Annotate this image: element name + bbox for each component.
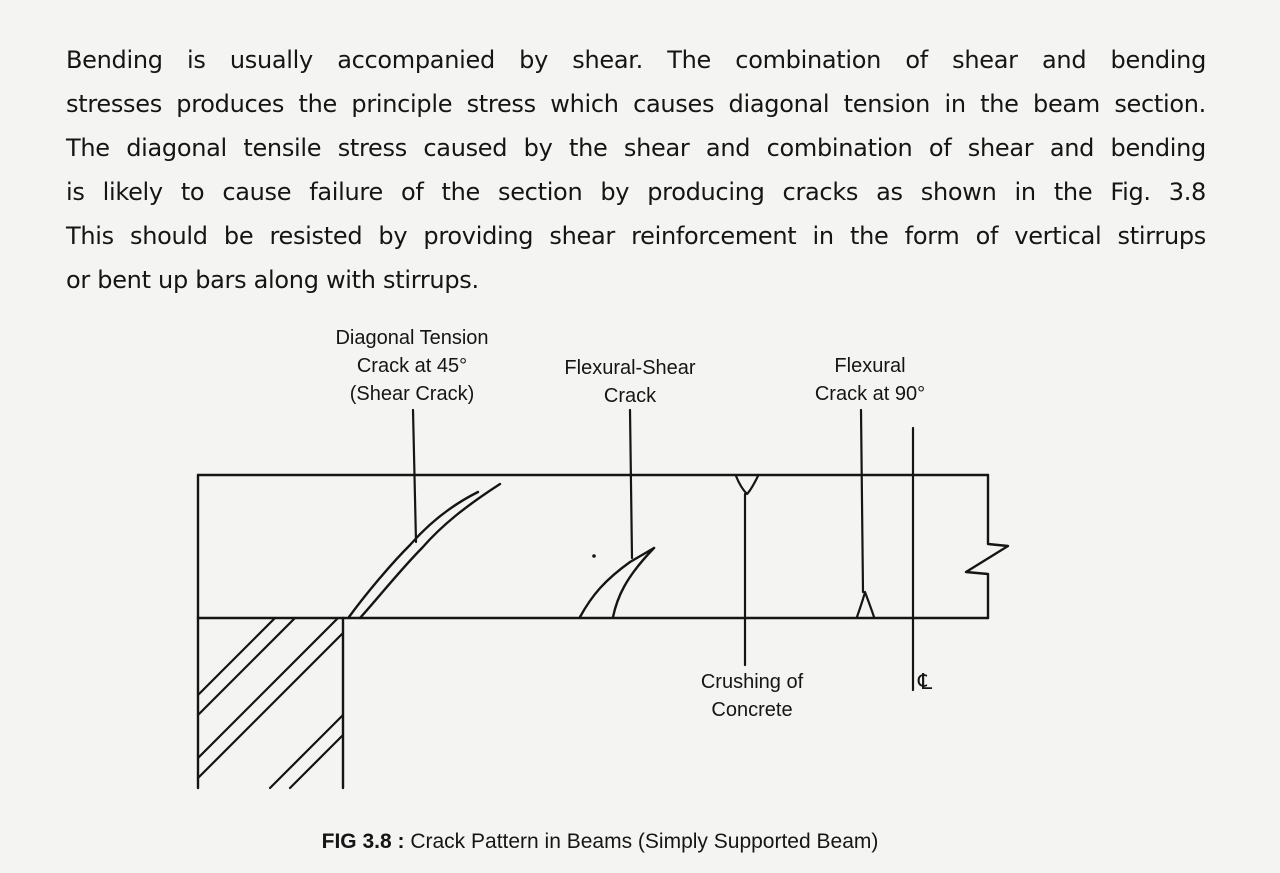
support-hatching [196,616,345,790]
crack-pattern-figure: Diagonal Tension Crack at 45° (Shear Cra… [0,310,1280,790]
body-paragraph: Bending is usually accompanied by shear.… [66,38,1206,302]
beam-break-line [964,473,1010,620]
figure-caption-text: Crack Pattern in Beams (Simply Supported… [404,830,879,853]
speck-dot [592,554,596,558]
paragraph-line: stresses produces the principle stress w… [66,90,1206,118]
paragraph-line: This should be resisted by providing she… [66,222,1206,250]
crushing-label: Crushing of Concrete [700,671,804,721]
flexural-crack [855,590,876,619]
diagonal-tension-label: Diagonal Tension Crack at 45° (Shear Cra… [335,327,489,405]
centerline-symbol: ℄ [918,669,933,694]
paragraph-line: or bent up bars along with stirrups. [66,266,479,294]
flexural-shear-leader [628,408,634,560]
flexural-label: Flexural Crack at 90° [814,355,926,405]
paragraph-line: Bending is usually accompanied by shear.… [66,46,1206,74]
paragraph-line: The diagonal tensile stress caused by th… [66,134,1206,162]
figure-caption: FIG 3.8 : Crack Pattern in Beams (Simply… [0,830,1200,854]
diagonal-tension-crack [347,482,502,620]
paragraph-line: is likely to cause failure of the sectio… [66,178,1206,206]
flexural-shear-crack [578,546,656,619]
figure-number: FIG 3.8 : [321,830,405,853]
crushing-mark [734,474,760,496]
diagonal-tension-leader [411,408,418,544]
flexural-leader [859,408,865,594]
beam-diagram [196,408,1010,790]
flexural-shear-label: Flexural-Shear Crack [564,357,696,407]
